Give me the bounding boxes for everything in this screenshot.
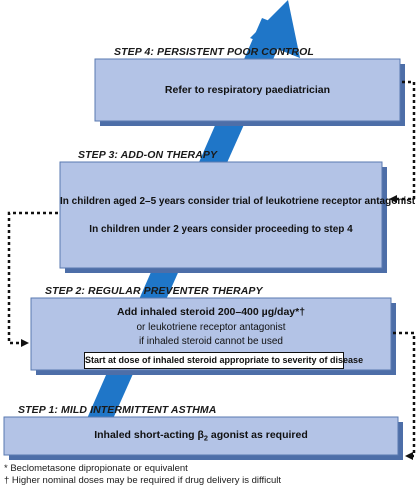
step2-text-line3: if inhaled steroid cannot be used bbox=[139, 336, 283, 347]
step3-box bbox=[59, 161, 387, 273]
footnote-dagger: † Higher nominal doses may be required i… bbox=[4, 475, 282, 486]
step4-box bbox=[94, 58, 405, 126]
step3-title: STEP 3: ADD-ON THERAPY bbox=[78, 149, 218, 161]
step1-text-post: agonist as required bbox=[207, 429, 308, 441]
step1-text: Inhaled short-acting β2 agonist as requi… bbox=[4, 429, 398, 443]
step3-text-line1: In children aged 2–5 years consider tria… bbox=[60, 196, 416, 207]
step1-text-sub: 2 bbox=[203, 433, 208, 443]
step-down-dotted-arrow-2-to-1 bbox=[393, 331, 416, 460]
step-down-dotted-arrow-3-to-2 bbox=[7, 211, 58, 347]
step2-text-line1: Add inhaled steroid 200–400 µg/day*† bbox=[116, 306, 306, 318]
step-down-dotted-arrow-4-to-3 bbox=[389, 80, 416, 203]
step1-title: STEP 1: MILD INTERMITTENT ASTHMA bbox=[18, 404, 217, 416]
step1-text-pre: Inhaled short-acting β bbox=[94, 429, 204, 441]
step1-box bbox=[3, 416, 403, 460]
step2-title: STEP 2: REGULAR PREVENTER THERAPY bbox=[45, 285, 263, 297]
step3-text-line2: In children under 2 years consider proce… bbox=[89, 224, 353, 235]
step4-title: STEP 4: PERSISTENT POOR CONTROL bbox=[114, 46, 314, 58]
step4-text: Refer to respiratory paediatrician bbox=[164, 84, 331, 96]
step2-dose-note: Start at dose of inhaled steroid appropr… bbox=[84, 352, 363, 369]
footnote-star: * Beclometasone dipropionate or equivale… bbox=[4, 463, 188, 474]
step2-text-line2: or leukotriene receptor antagonist bbox=[136, 322, 286, 333]
